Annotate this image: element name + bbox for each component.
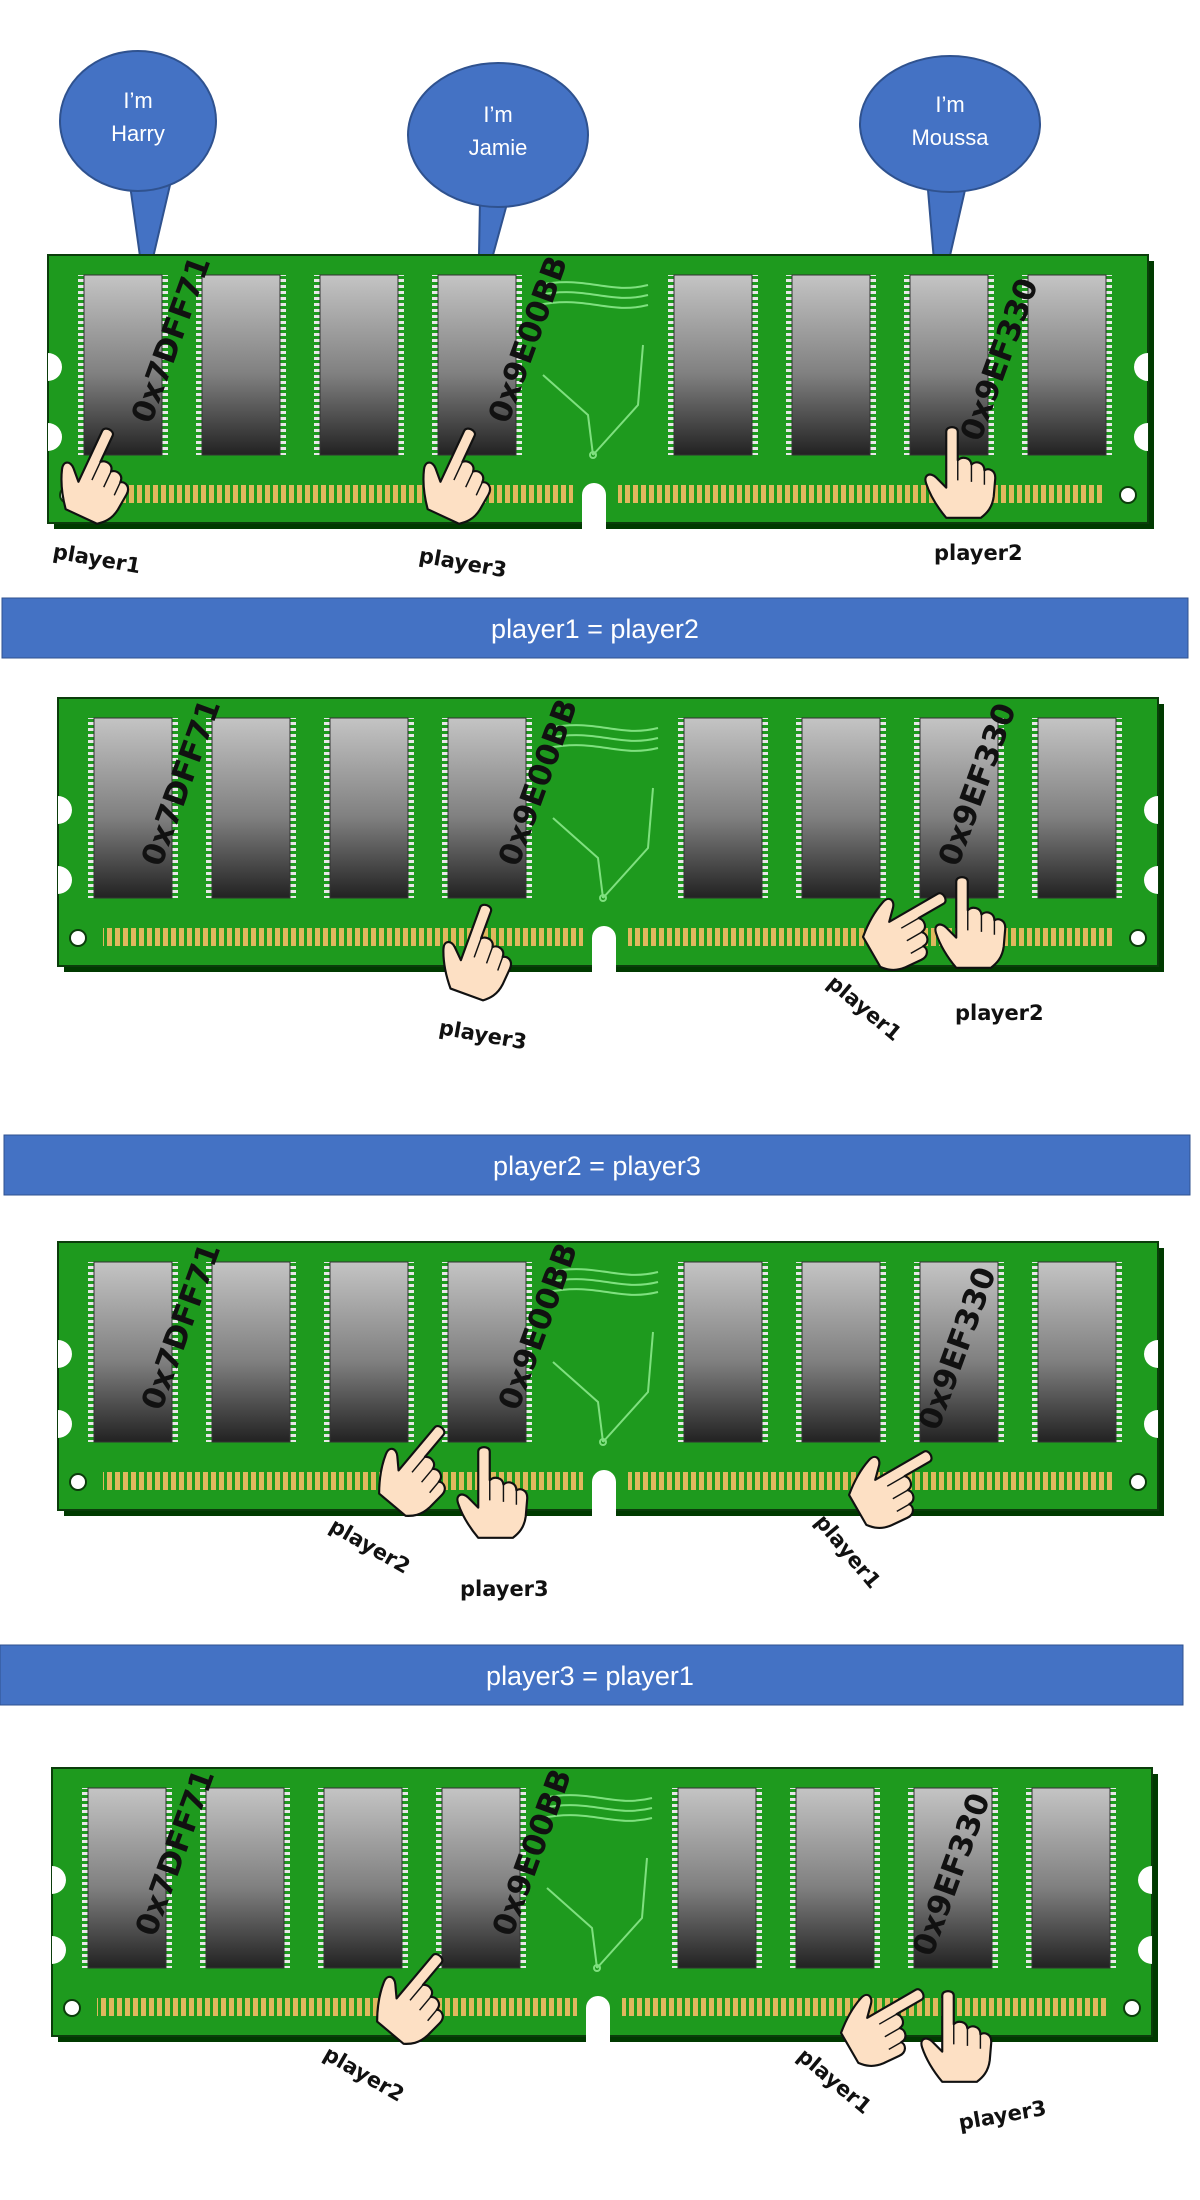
player-label: player2 <box>955 1001 1044 1025</box>
banner-text: player2 = player3 <box>493 1151 701 1181</box>
player-label: player3 <box>957 2096 1048 2135</box>
speech-bubble-harry: I’m Harry <box>59 50 217 293</box>
bubble-line-1: I’m <box>123 88 152 113</box>
memory-panel-2: 0x7DFF71 0x9E00BB 0x9EF330 <box>57 694 1165 979</box>
memory-panel-3: 0x7DFF71 0x9E00BB 0x9EF330 <box>57 1238 1165 1523</box>
bubble-line-2: Moussa <box>911 125 989 150</box>
player-label: player3 <box>437 1015 528 1054</box>
assignment-banner <box>0 1644 1184 1706</box>
banner-text: player1 = player2 <box>491 614 699 644</box>
player-label: player1 <box>51 539 142 578</box>
player-label: player2 <box>320 2042 409 2107</box>
player-label: player3 <box>460 1577 549 1601</box>
bubble-line-1: I’m <box>483 102 512 127</box>
speech-bubble-moussa: I’m Moussa <box>859 55 1041 309</box>
assignment-banner <box>3 1134 1191 1196</box>
bubble-line-1: I’m <box>935 92 964 117</box>
assignment-banner <box>1 597 1189 659</box>
player-label: player3 <box>417 543 508 582</box>
memory-panel-4: 0x7DFF71 0x9E00BB 0x9EF330 <box>51 1764 1159 2049</box>
bubble-line-2: Harry <box>111 121 165 146</box>
memory-panel-1: 0x7DFF71 0x9E00BB 0x9EF330 <box>47 251 1155 536</box>
player-label: player2 <box>326 1514 415 1579</box>
bubble-line-2: Jamie <box>469 135 528 160</box>
banner-text: player3 = player1 <box>486 1661 694 1691</box>
player-label: player2 <box>934 541 1023 565</box>
player-label: player1 <box>823 970 906 1045</box>
